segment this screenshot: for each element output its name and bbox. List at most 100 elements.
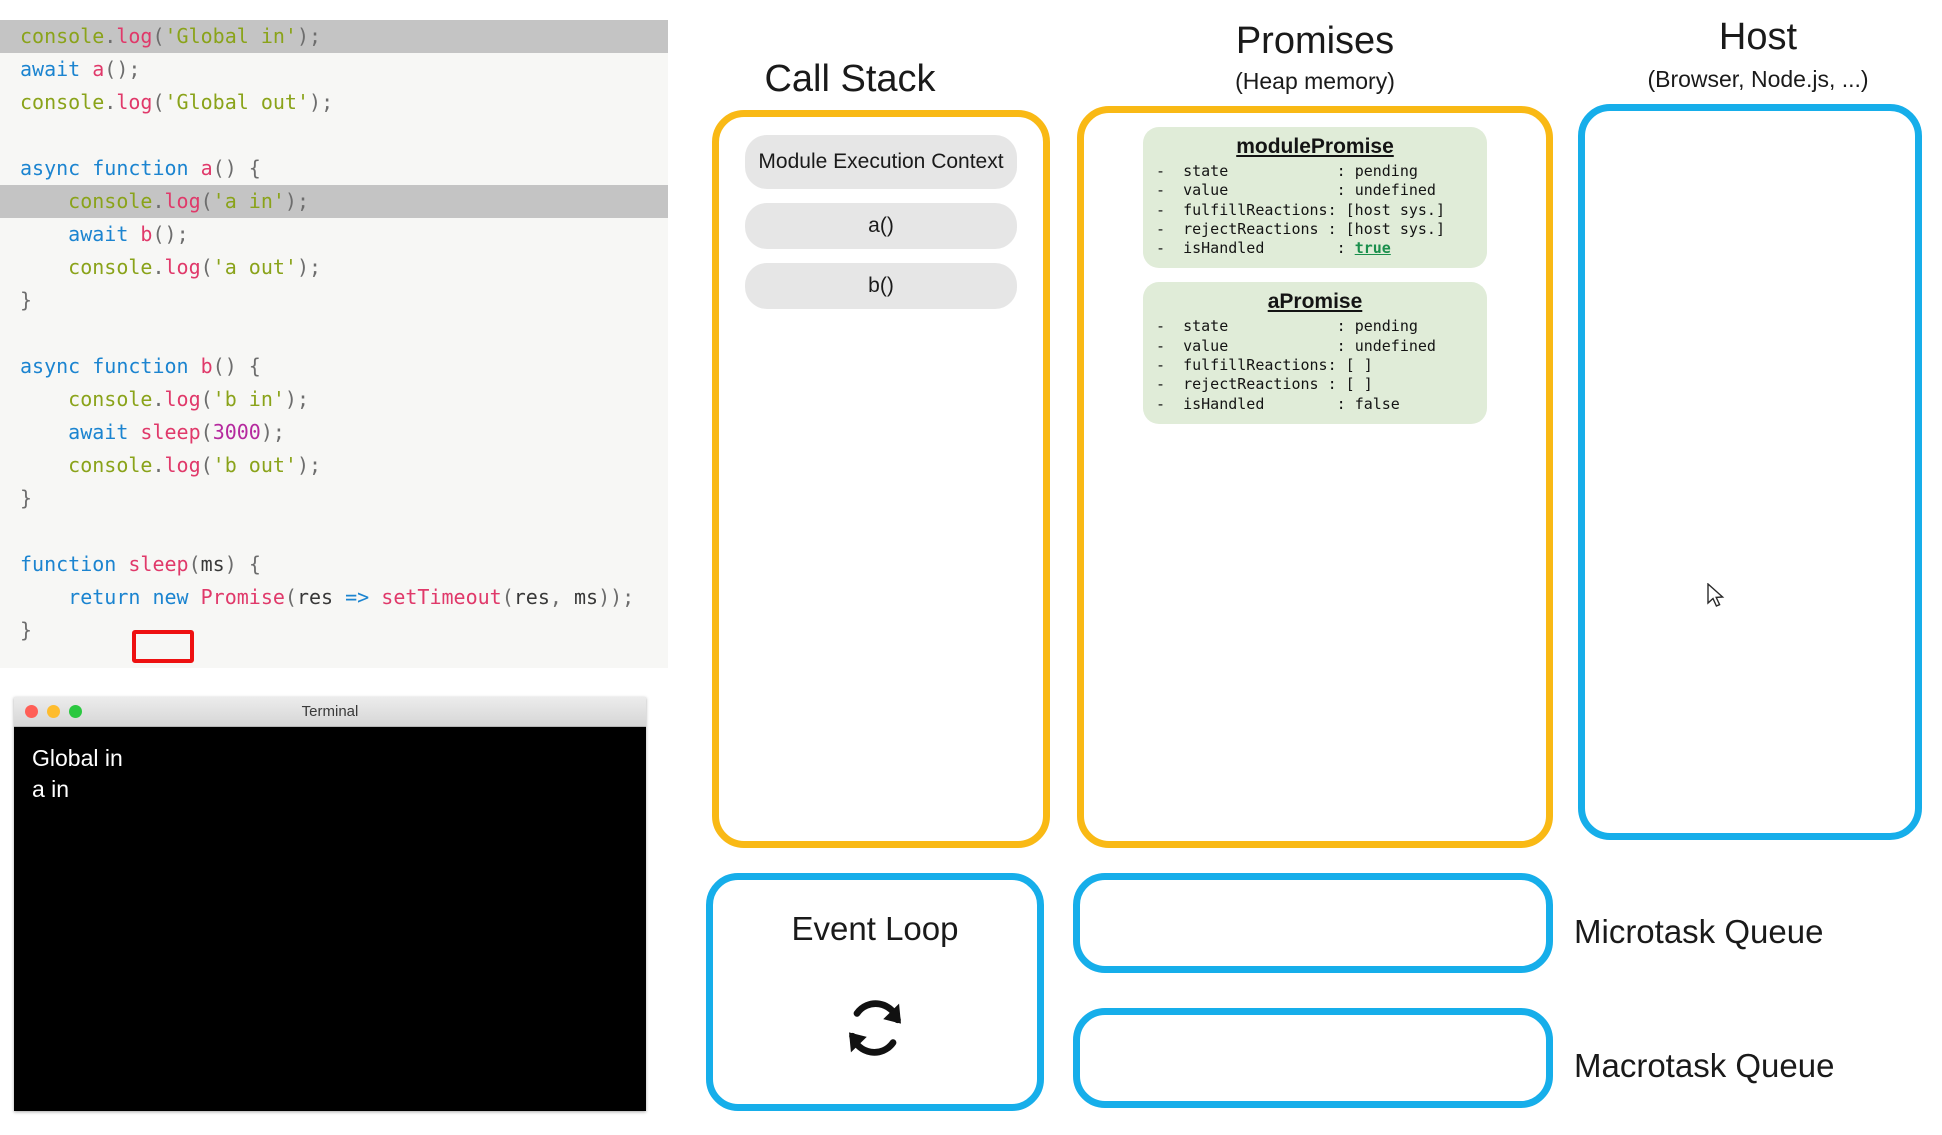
code-token: ; (309, 255, 322, 279)
code-lines: console.log('Global in');await a();conso… (0, 20, 668, 647)
code-token (333, 585, 345, 609)
code-token: ; (128, 57, 141, 81)
code-token: ; (176, 222, 189, 246)
promise-field-key: - isHandled : (1156, 394, 1355, 413)
code-token: ) (296, 255, 310, 279)
event-loop-title: Event Loop (791, 910, 959, 947)
code-line-16 (0, 515, 668, 548)
zoom-green-icon[interactable] (69, 705, 82, 718)
promise-field-row-5: - isHandled : false (1156, 395, 1487, 414)
code-token: () (212, 156, 249, 180)
code-token: () (152, 222, 177, 246)
code-token: ; (272, 420, 285, 444)
promise-field-row-4: - rejectReactions : [ ] (1156, 375, 1487, 394)
code-token: function (20, 552, 129, 576)
code-token: log (164, 255, 201, 279)
code-line-19: } (0, 614, 668, 647)
promise-field-row-5: - isHandled : true (1156, 239, 1487, 258)
code-token: a (200, 156, 213, 180)
minimize-yellow-icon[interactable] (47, 705, 60, 718)
promise-field-key: - value : (1156, 181, 1355, 200)
code-token: 'Global in' (164, 24, 297, 48)
promise-fields: - state : pending- value : undefined- fu… (1143, 162, 1487, 258)
terminal-titlebar: Terminal (14, 697, 646, 727)
code-token: log (164, 453, 201, 477)
code-token: 'b out' (212, 453, 297, 477)
promise-field-row-1: - state : pending (1156, 317, 1487, 336)
code-token: sleep (140, 420, 201, 444)
code-token: . (104, 24, 117, 48)
promise-field-row-2: - value : undefined (1156, 181, 1487, 200)
promise-field-row-3: - fulfillReactions: [host sys.] (1156, 201, 1487, 220)
macrotask-queue-label: Macrotask Queue (1574, 1047, 1835, 1084)
code-token: ( (200, 189, 213, 213)
code-token: ) (309, 90, 322, 114)
code-line-9: } (0, 284, 668, 317)
code-token: ( (152, 90, 165, 114)
code-token: ( (200, 387, 213, 411)
terminal-output: Global in a in (14, 727, 646, 805)
code-token: ) (260, 420, 273, 444)
code-token: ; (622, 585, 635, 609)
mouse-cursor-icon (1707, 582, 1727, 616)
code-token: . (152, 255, 165, 279)
code-token: ; (309, 24, 322, 48)
code-token: 'a in' (212, 189, 285, 213)
promise-card-modulePromise: modulePromise- state : pending- value : … (1143, 127, 1487, 269)
code-token: await (20, 222, 141, 246)
code-token: console (20, 189, 153, 213)
code-token: a (92, 57, 105, 81)
code-line-1: console.log('Global in'); (0, 20, 668, 53)
code-token: ( (188, 552, 201, 576)
microtask-queue-box (1073, 873, 1553, 973)
code-snippet-panel: console.log('Global in');await a();conso… (0, 20, 668, 668)
host-title: Host (1718, 16, 1798, 58)
promise-field-row-1: - state : pending (1156, 162, 1487, 181)
close-red-icon[interactable] (25, 705, 38, 718)
code-token: ) (284, 387, 297, 411)
code-token: . (152, 453, 165, 477)
code-token: log (116, 90, 153, 114)
code-token: ms (573, 585, 599, 609)
code-line-18: return new Promise(res => setTimeout(res… (0, 581, 668, 614)
code-token: => (345, 585, 370, 609)
code-token: ms (200, 552, 225, 576)
promise-field-value: pending (1354, 317, 1418, 336)
terminal-output-line-2: a in (32, 776, 70, 802)
code-token: res (513, 585, 550, 609)
code-line-4 (0, 119, 668, 152)
call-stack-frame-3: b() (745, 263, 1017, 309)
promise-fields: - state : pending- value : undefined- fu… (1143, 317, 1487, 413)
code-token: 'a out' (212, 255, 297, 279)
code-token: res (296, 585, 334, 609)
code-token: )) (598, 585, 623, 609)
code-token: ; (321, 90, 334, 114)
code-line-7: await b(); (0, 218, 668, 251)
promise-field-value: pending (1354, 162, 1418, 180)
code-token: log (164, 189, 201, 213)
code-token: setTimeout (381, 585, 502, 609)
promise-field-key: - value : (1156, 336, 1355, 355)
call-stack-frame-1: Module Execution Context (745, 135, 1017, 189)
code-token: ; (296, 189, 310, 213)
code-token: ( (284, 585, 297, 609)
code-token: ; (296, 387, 310, 411)
code-line-5: async function a() { (0, 152, 668, 185)
macrotask-queue-box (1073, 1008, 1553, 1108)
code-token (369, 585, 381, 609)
code-token: sleep (128, 552, 189, 576)
promise-field-value: [ ] (1345, 356, 1373, 375)
code-line-14: console.log('b out'); (0, 449, 668, 482)
code-token: } (20, 486, 33, 510)
refresh-loop-icon (713, 990, 1037, 1066)
terminal-output-line-1: Global in (32, 745, 123, 771)
code-token: . (152, 189, 165, 213)
code-token: log (164, 387, 201, 411)
host-panel (1578, 104, 1922, 840)
code-token: ( (501, 585, 514, 609)
code-line-3: console.log('Global out'); (0, 86, 668, 119)
promise-field-value: undefined (1354, 181, 1436, 200)
